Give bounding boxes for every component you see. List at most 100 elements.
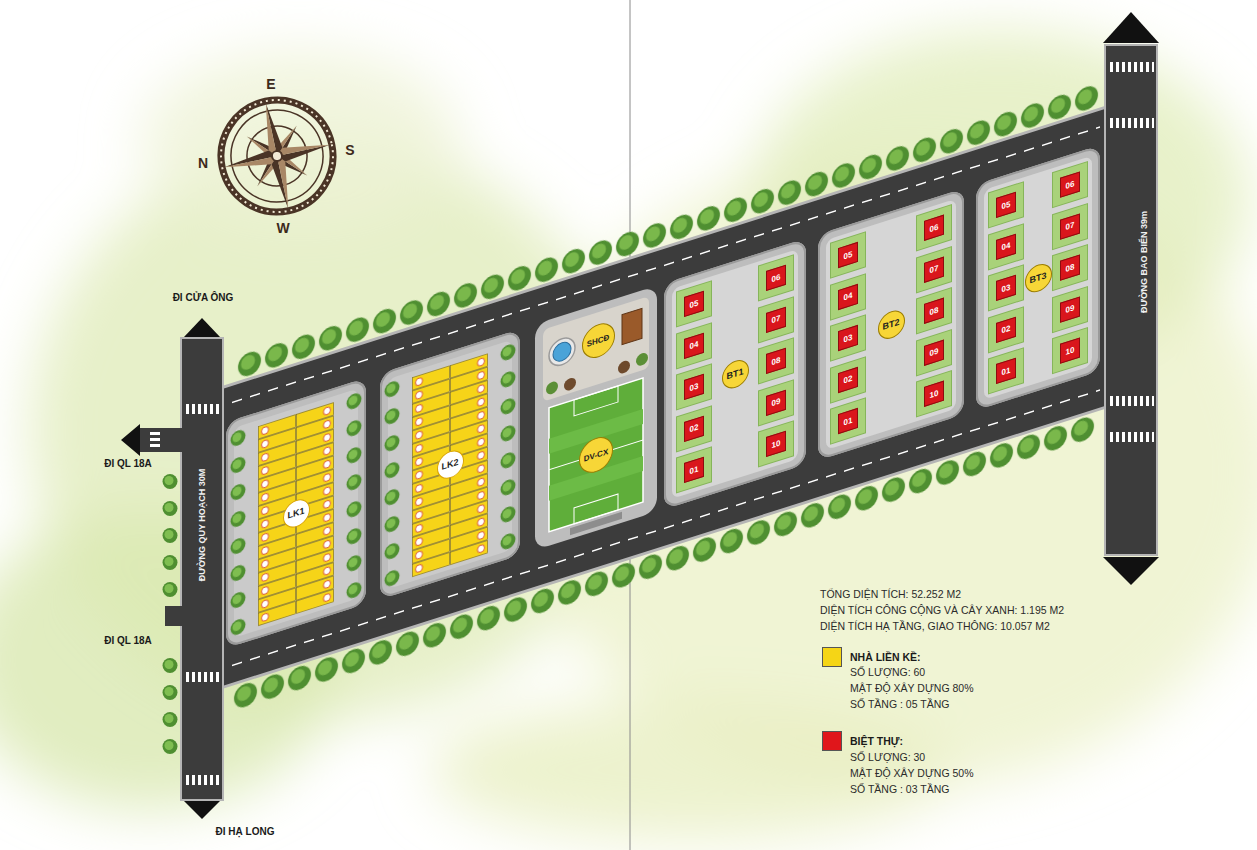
- block-ground: [984, 156, 1092, 400]
- villa-plot: 06: [924, 215, 944, 241]
- villa-plot: 10: [766, 431, 786, 457]
- villa-plot: 02: [684, 415, 704, 441]
- lot-block: BT301020304050607080910: [976, 145, 1100, 410]
- villa-plot: 07: [766, 306, 786, 332]
- villa-number: 08: [772, 355, 781, 367]
- area-note: TỔNG DIỆN TÍCH: 52.252 M2: [820, 588, 961, 600]
- compass-hub: [271, 150, 283, 162]
- sidewalk: [976, 145, 1100, 410]
- villa-number: 08: [930, 305, 939, 317]
- block-ground: [388, 340, 512, 589]
- tree-column: [344, 385, 364, 607]
- road-name: ĐƯỜNG QUY HOẠCH 30M: [197, 469, 207, 582]
- villa-number: 07: [1066, 220, 1075, 232]
- villa-block: [818, 188, 964, 460]
- compass-rose: [211, 90, 344, 223]
- compass-ring: [222, 101, 331, 210]
- compass-point: [270, 155, 295, 211]
- villa-plot: 08: [1060, 254, 1080, 280]
- villa-number: 10: [772, 438, 781, 450]
- villa-number: 05: [844, 249, 853, 261]
- villa-plot: 05: [838, 242, 858, 268]
- trees: [160, 468, 180, 603]
- legend-detail: MẬT ĐỘ XÂY DỰNG 80%: [850, 682, 974, 694]
- villa-number: 01: [1002, 365, 1011, 377]
- crosswalk: [184, 404, 222, 414]
- tree-column: [498, 336, 518, 558]
- legend-heading: BIỆT THỰ:: [850, 735, 903, 747]
- sidewalk: [818, 188, 964, 460]
- facility-badge: DV-CX: [579, 433, 613, 478]
- block-code: BT3: [1025, 260, 1052, 296]
- villa-number: 04: [1002, 240, 1011, 252]
- crosswalk: [1108, 396, 1154, 406]
- direction-arrow: [1103, 557, 1159, 585]
- legend-item: BIỆT THỰ:: [822, 731, 903, 751]
- road-name: ĐƯỜNG BAO BIỂN 39m: [1139, 211, 1149, 313]
- villa-plot: 04: [838, 283, 858, 309]
- tree: [546, 380, 558, 396]
- villa-plot: 01: [684, 457, 704, 483]
- road: [140, 428, 183, 452]
- villa-number: 05: [690, 298, 699, 310]
- trees: [498, 336, 518, 558]
- villa-plot: 08: [924, 298, 944, 324]
- villa-number: 03: [1002, 282, 1011, 294]
- roads: [121, 12, 1159, 819]
- villa-plot: 06: [1060, 171, 1080, 197]
- road-strip: [195, 104, 1115, 696]
- villa-plot: 01: [996, 358, 1016, 384]
- direction-arrow: [184, 318, 220, 337]
- compass-ring: [211, 90, 344, 223]
- villa-plot: 03: [996, 275, 1016, 301]
- facility-code: DV-CX: [584, 447, 608, 464]
- compass-point: [223, 149, 279, 174]
- tree: [618, 359, 630, 375]
- direction-arrow: [121, 424, 140, 456]
- villa-number: 10: [930, 388, 939, 400]
- direction-label: ĐI QL 18A: [104, 458, 152, 470]
- direction-label: ĐI HẠ LONG: [216, 826, 275, 838]
- villa-number: 02: [690, 422, 699, 434]
- villa-number: 09: [930, 346, 939, 358]
- pavilion: [622, 308, 642, 344]
- watercolor-ground: [0, 30, 1257, 840]
- villa-plot: 01: [838, 408, 858, 434]
- villa-number: 01: [690, 464, 699, 476]
- villa-plot: 10: [924, 381, 944, 407]
- villa-number: 04: [844, 291, 853, 303]
- compass-point: [259, 102, 284, 158]
- villa-plot: 10: [1060, 337, 1080, 363]
- area-note: DIỆN TÍCH CÔNG CỘNG VÀ CÂY XANH: 1.195 M…: [820, 604, 1064, 616]
- villa-number: 01: [844, 415, 853, 427]
- villa-number: 07: [930, 263, 939, 275]
- villa-plot: 09: [1060, 296, 1080, 322]
- tree-column: [382, 372, 402, 594]
- row-house-block: [380, 329, 520, 599]
- legend-item: NHÀ LIỀN KỀ:: [822, 647, 921, 667]
- villa-plot: 07: [924, 256, 944, 282]
- villa-number: 08: [1066, 262, 1075, 274]
- villa-plot: 07: [1060, 213, 1080, 239]
- compass-point: [276, 138, 332, 163]
- facility-code: SHCĐ: [587, 332, 610, 348]
- legend-detail: SỐ LƯỢNG: 60: [850, 666, 925, 678]
- tree-column: [160, 652, 180, 760]
- fountain: [553, 340, 571, 364]
- tree: [564, 376, 576, 392]
- villa-number: 02: [844, 374, 853, 386]
- villa-plot: 04: [996, 233, 1016, 259]
- tree-column: [228, 421, 248, 643]
- villa-plot: 06: [766, 265, 786, 291]
- tree: [636, 351, 648, 367]
- road: [181, 338, 223, 800]
- direction-arrow: [184, 801, 220, 819]
- compass-ticks: [211, 90, 344, 223]
- legend-swatch: [822, 647, 842, 667]
- villa-plot: 02: [838, 366, 858, 392]
- compass-letter: S: [345, 142, 354, 158]
- villa-number: 07: [772, 313, 781, 325]
- tree-column: [160, 468, 180, 603]
- sidewalk: [380, 329, 520, 599]
